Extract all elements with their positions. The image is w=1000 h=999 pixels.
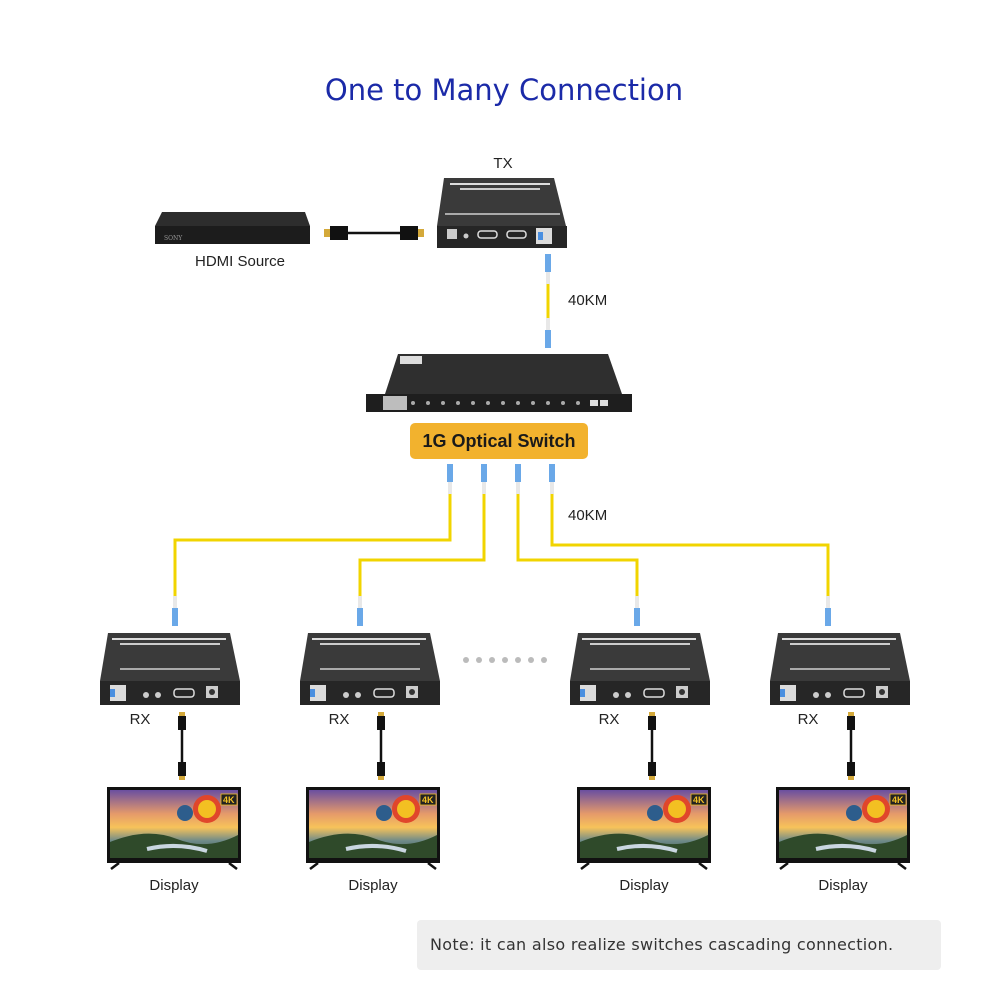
rx-extender-icon-2 [299,632,441,706]
4k-badge: 4K [223,795,235,805]
switch-label-badge [410,423,588,459]
hdmi-cable-icon [375,710,387,782]
fiber-switch-to-receivers [173,494,830,598]
4k-badge: 4K [693,795,705,805]
rx-label-2: RX [329,711,350,728]
hdmi-cable-icon [646,710,658,782]
4k-badge: 4K [892,795,904,805]
distance-label-bottom: 40KM [568,507,607,524]
hdmi-cable-icon [845,710,857,782]
rx-label-1: RX [130,711,151,728]
display-label-4: Display [818,877,868,894]
tx-label: TX [493,155,512,172]
hdmi-cable-icon [176,710,188,782]
display-label-2: Display [348,877,398,894]
note-box: Note: it can also realize switches casca… [417,920,941,970]
rx-extender-icon-3 [569,632,711,706]
distance-label-top: 40KM [568,292,607,309]
rx-label-4: RX [798,711,819,728]
tx-extender-icon [437,178,567,248]
switch-label: 1G Optical Switch [422,431,575,451]
hdmi-cable-icon [324,226,424,240]
optical-switch-icon [366,354,632,412]
4k-badge: 4K [422,795,434,805]
display-label-3: Display [619,877,669,894]
rx-extender-icon-1 [99,632,241,706]
fiber-tx-to-switch [545,254,551,348]
page-title: One to Many Connection [325,73,683,107]
rx-extender-icon-4 [769,632,911,706]
ellipsis-dots [463,657,547,663]
hdmi-source-label: HDMI Source [195,253,285,270]
rx-label-3: RX [599,711,620,728]
display-label-1: Display [149,877,199,894]
brand-logo: SONY [164,235,183,242]
bluray-player-icon: SONY [155,212,310,244]
